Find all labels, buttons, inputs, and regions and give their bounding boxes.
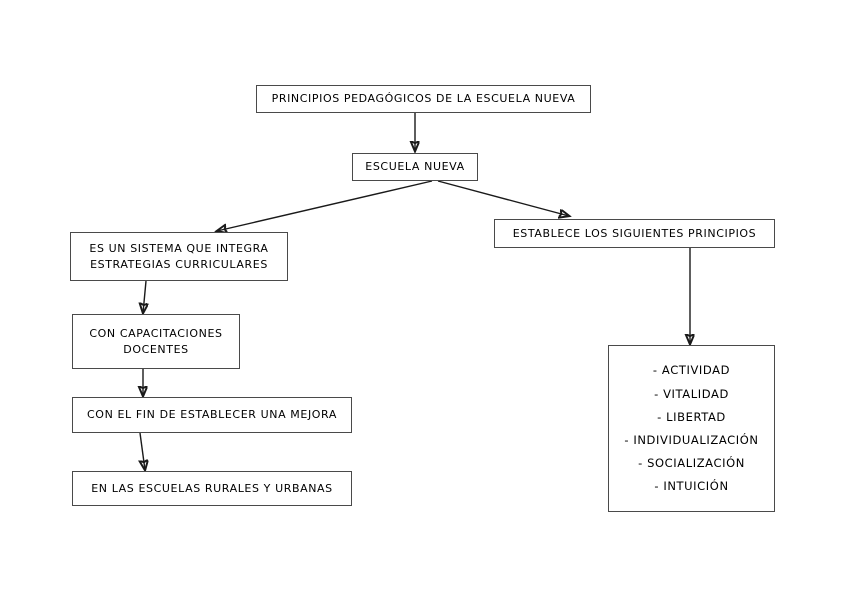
node-title-label: PRINCIPIOS PEDAGÓGICOS DE LA ESCUELA NUE… xyxy=(271,92,576,106)
arrow-root-to-right-branch xyxy=(437,180,569,216)
arrow-step3-to-step4 xyxy=(140,432,145,470)
node-capacitaciones-line2: DOCENTES xyxy=(123,342,189,356)
node-root-escuela-nueva[interactable]: ESCUELA NUEVA xyxy=(352,153,478,181)
principle-item-intuicion: - INTUICIÓN xyxy=(654,478,729,493)
node-establecer-mejora-label: CON EL FIN DE ESTABLECER UNA MEJORA xyxy=(87,408,337,422)
node-establece-principios-label: ESTABLECE LOS SIGUIENTES PRINCIPIOS xyxy=(512,226,757,240)
node-capacitaciones-line1: CON CAPACITACIONES xyxy=(89,326,223,340)
node-establece-principios[interactable]: ESTABLECE LOS SIGUIENTES PRINCIPIOS xyxy=(494,219,775,248)
principle-item-vitalidad: - VITALIDAD xyxy=(654,386,729,401)
node-capacitaciones-docentes[interactable]: CON CAPACITACIONES DOCENTES xyxy=(72,314,240,369)
arrow-left-branch-to-step2 xyxy=(143,280,146,313)
node-left-branch-line1: ES UN SISTEMA QUE INTEGRA xyxy=(89,241,269,255)
principle-item-actividad: - ACTIVIDAD xyxy=(652,363,731,378)
node-root-label: ESCUELA NUEVA xyxy=(365,160,465,174)
node-left-branch-sistema[interactable]: ES UN SISTEMA QUE INTEGRA ESTRATEGIAS CU… xyxy=(70,232,288,281)
principle-item-socializacion: - SOCIALIZACIÓN xyxy=(638,455,745,470)
node-escuelas-rurales-urbanas[interactable]: EN LAS ESCUELAS RURALES Y URBANAS xyxy=(72,471,352,506)
node-escuelas-rurales-urbanas-label: EN LAS ESCUELAS RURALES Y URBANAS xyxy=(91,481,333,495)
node-left-branch-line2: ESTRATEGIAS CURRICULARES xyxy=(90,257,268,271)
node-principles-list[interactable]: - ACTIVIDAD - VITALIDAD - LIBERTAD - IND… xyxy=(608,345,775,512)
node-establecer-mejora[interactable]: CON EL FIN DE ESTABLECER UNA MEJORA xyxy=(72,397,352,433)
node-title[interactable]: PRINCIPIOS PEDAGÓGICOS DE LA ESCUELA NUE… xyxy=(256,85,591,113)
arrow-root-to-left-branch xyxy=(217,180,433,231)
principle-item-individualizacion: - INDIVIDUALIZACIÓN xyxy=(624,432,759,447)
principle-item-libertad: - LIBERTAD xyxy=(657,409,726,424)
